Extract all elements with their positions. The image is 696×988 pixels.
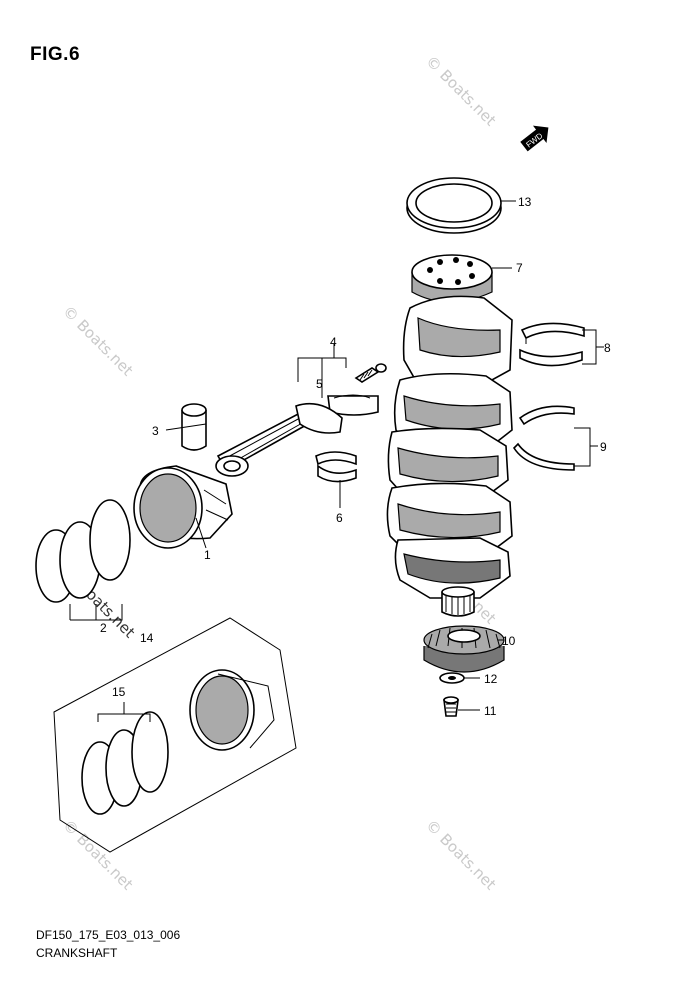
callout-13: 13 <box>518 195 532 209</box>
figure-title: FIG.6 <box>30 44 81 65</box>
callout-11: 11 <box>484 704 497 718</box>
callout-10: 10 <box>502 634 516 648</box>
fwd-arrow-icon: FWD <box>520 125 549 152</box>
callout-1: 1 <box>204 548 211 562</box>
watermark: © Boats.net <box>59 302 137 380</box>
part-14-piston-set-box[interactable] <box>53 617 297 853</box>
callout-15: 15 <box>112 685 126 699</box>
diagram-name: CRANKSHAFT <box>36 946 118 960</box>
callout-6: 6 <box>336 511 343 525</box>
part-8-main-bearing[interactable] <box>519 322 585 367</box>
part-3-piston-pin[interactable] <box>181 403 207 451</box>
callout-12: 12 <box>484 672 498 686</box>
diagram-code: DF150_175_E03_013_006 <box>36 928 181 942</box>
callout-5: 5 <box>316 377 323 391</box>
part-15-piston-ring-set[interactable] <box>81 711 169 815</box>
callout-2: 2 <box>100 621 107 635</box>
leader-lines <box>69 200 604 722</box>
part-10-gear[interactable] <box>423 625 505 673</box>
callout-numbers: 13 7 8 9 10 12 11 4 5 6 3 1 2 14 15 <box>100 195 611 718</box>
part-4-conrod-bolt[interactable] <box>354 363 387 383</box>
part-7-crankshaft[interactable] <box>386 254 513 617</box>
part-9-thrust-washer[interactable] <box>512 405 575 471</box>
part-12-washer[interactable] <box>439 672 465 684</box>
callout-7: 7 <box>516 261 523 275</box>
watermark: © Boats.net <box>59 816 137 894</box>
callout-3: 3 <box>152 424 159 438</box>
connecting-rod <box>215 402 343 477</box>
part-13-oil-seal[interactable] <box>406 177 502 234</box>
part-6-conrod-bearing[interactable] <box>315 451 357 483</box>
part-1-piston[interactable] <box>133 465 233 549</box>
part-2-piston-ring-set[interactable] <box>35 499 131 603</box>
callout-4: 4 <box>330 335 337 349</box>
part-11-bolt[interactable] <box>443 696 459 717</box>
callout-8: 8 <box>604 341 611 355</box>
watermark: © Boats.net <box>422 52 500 130</box>
watermark: © Boats.net <box>422 816 500 894</box>
callout-14: 14 <box>140 631 154 645</box>
callout-9: 9 <box>600 440 607 454</box>
